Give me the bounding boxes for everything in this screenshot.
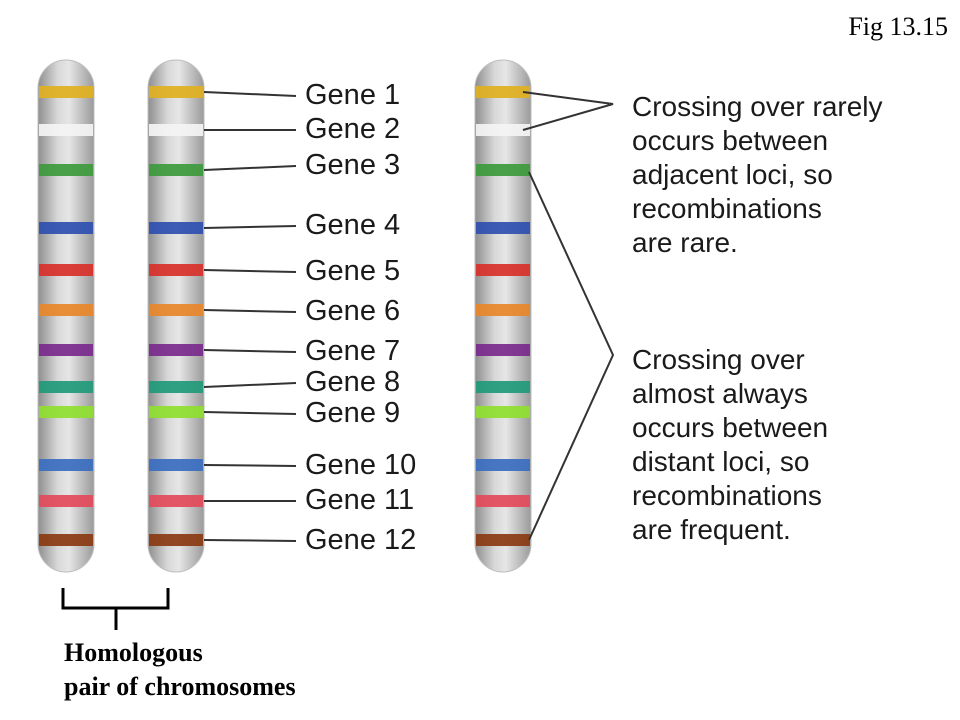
gene-band [39, 381, 93, 393]
gene-label: Gene 1 [305, 79, 401, 111]
gene-band [476, 495, 530, 507]
gene-leader-line [203, 382, 297, 388]
gene-leader-line [203, 225, 297, 229]
frequent-recombination-note: Crossing over almost always occurs betwe… [632, 343, 828, 547]
gene-leader-line [203, 91, 297, 97]
gene-band [149, 459, 203, 471]
gene-band [149, 86, 203, 98]
gene-leader-line [203, 349, 297, 353]
gene-band [39, 344, 93, 356]
note-line: occurs between [632, 412, 829, 443]
gene-band [476, 344, 530, 356]
chromosome [474, 59, 532, 573]
gene-band [476, 86, 530, 98]
gene-leader-line [203, 309, 297, 313]
gene-label: Gene 7 [305, 335, 401, 367]
gene-band [149, 222, 203, 234]
gene-band [39, 164, 93, 176]
gene-band [149, 534, 203, 546]
rare-recombination-note: Crossing over rarely occurs between adja… [632, 90, 883, 260]
gene-band [476, 304, 530, 316]
gene-band [39, 534, 93, 546]
gene-label: Gene 8 [305, 366, 401, 398]
gene-band [39, 222, 93, 234]
note-line: recombinations [632, 193, 822, 224]
gene-leader-line [203, 411, 297, 415]
gene-band [476, 264, 530, 276]
gene-label: Gene 12 [305, 524, 417, 556]
gene-band [39, 459, 93, 471]
gene-label: Gene 5 [305, 255, 401, 287]
gene-band [39, 304, 93, 316]
gene-band [476, 222, 530, 234]
chromosome [147, 59, 205, 573]
chromosome [37, 59, 95, 573]
gene-band [476, 381, 530, 393]
gene-band [149, 164, 203, 176]
gene-label: Gene 11 [305, 484, 415, 516]
gene-band [39, 495, 93, 507]
gene-band [149, 304, 203, 316]
homologous-label-line: pair of chromosomes [64, 672, 296, 701]
gene-band [149, 344, 203, 356]
note-line: are frequent. [632, 514, 791, 545]
figure-label: Fig 13.15 [848, 12, 948, 41]
gene-label: Gene 6 [305, 295, 401, 327]
homologous-pair-label: Homologous pair of chromosomes [64, 636, 296, 704]
gene-band [476, 164, 530, 176]
distant-loci-pointer [528, 171, 615, 541]
note-line: occurs between [632, 125, 829, 156]
note-line: distant loci, so [632, 446, 810, 477]
gene-label: Gene 2 [305, 113, 401, 145]
gene-band [149, 264, 203, 276]
gene-band [39, 86, 93, 98]
gene-band [476, 459, 530, 471]
gene-band [149, 124, 203, 136]
gene-label: Gene 3 [305, 149, 401, 181]
gene-leader-line [203, 165, 297, 171]
gene-band [149, 406, 203, 418]
gene-label: Gene 9 [305, 397, 401, 429]
gene-leader-line [203, 269, 297, 273]
gene-band [149, 495, 203, 507]
gene-band [149, 381, 203, 393]
gene-label: Gene 4 [305, 209, 401, 241]
homologous-bracket [61, 588, 170, 610]
gene-band [39, 406, 93, 418]
homologous-label-line: Homologous [64, 638, 203, 667]
note-line: adjacent loci, so [632, 159, 833, 190]
gene-label: Gene 10 [305, 449, 417, 481]
gene-leader-line [203, 539, 297, 542]
gene-band [476, 406, 530, 418]
note-line: recombinations [632, 480, 822, 511]
gene-band [39, 124, 93, 136]
gene-band [476, 124, 530, 136]
note-line: are rare. [632, 227, 738, 258]
note-line: Crossing over rarely [632, 91, 883, 122]
note-line: Crossing over [632, 344, 805, 375]
gene-band [39, 264, 93, 276]
gene-leader-line [203, 464, 297, 467]
gene-band [476, 534, 530, 546]
note-line: almost always [632, 378, 808, 409]
adjacent-loci-pointer [522, 91, 614, 131]
